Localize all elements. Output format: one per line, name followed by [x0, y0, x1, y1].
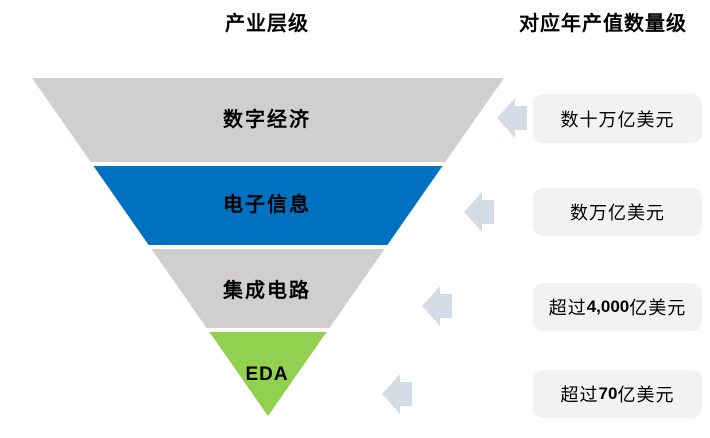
value-text-number: 70: [598, 384, 618, 403]
left-arrow-icon: [422, 286, 452, 326]
funnel-layer-integrated-circuit: [151, 249, 385, 328]
left-arrow-icon: [382, 374, 412, 414]
value-text: 数万亿美元: [570, 203, 665, 223]
funnel-layer-electronic-info: [93, 166, 443, 245]
funnel-label-eda: EDA: [245, 364, 289, 385]
value-text-prefix: 超过: [560, 385, 599, 405]
funnel-label-digital-economy: 数字经济: [223, 109, 311, 131]
left-arrow-icon: [464, 192, 494, 232]
funnel-label-electronic-info: 电子信息: [223, 194, 311, 216]
value-box-digital-economy: 数十万亿美元: [533, 94, 702, 143]
value-text-suffix: 亿美元: [617, 385, 675, 405]
value-text-prefix: 超过: [548, 298, 587, 318]
funnel-layer-eda: [209, 332, 327, 416]
left-column-title: 产业层级: [225, 13, 309, 35]
funnel-label-integrated-circuit: 集成电路: [223, 280, 311, 302]
value-box-electronic-info: 数万亿美元: [533, 188, 702, 236]
funnel-layer-digital-economy: [32, 78, 504, 162]
value-text-number: 4,000: [586, 297, 630, 316]
value-text-suffix: 亿美元: [629, 298, 687, 318]
left-arrow-icon: [497, 98, 527, 138]
value-text: 数十万亿美元: [560, 109, 675, 130]
right-column-title: 对应年产值数量级: [519, 13, 687, 35]
